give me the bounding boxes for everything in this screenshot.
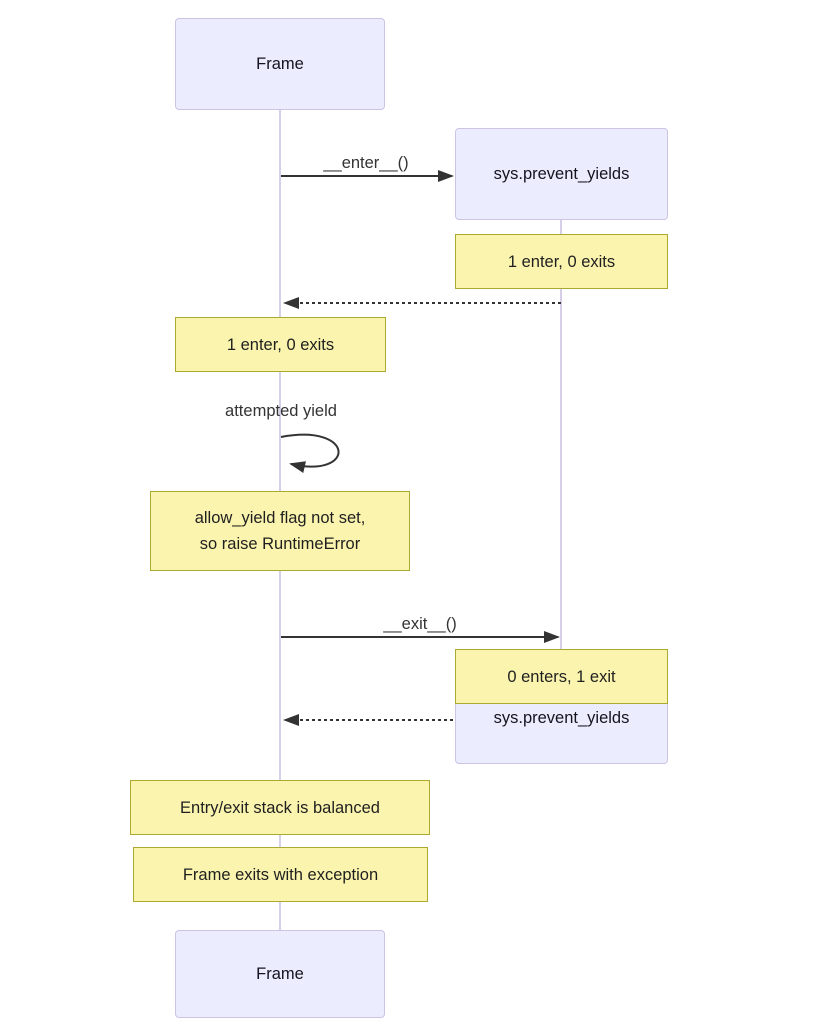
actor-sys-bottom-label: sys.prevent_yields	[493, 708, 630, 727]
note-sys-exit-text: 0 enters, 1 exit	[507, 667, 616, 686]
note-yield-error-line1: allow_yield flag not set,	[194, 509, 366, 527]
note-sys-exit: 0 enters, 1 exit	[455, 649, 668, 704]
actor-frame-bottom: Frame	[175, 930, 385, 1018]
note-yield-error-line2: so raise RuntimeError	[199, 535, 361, 553]
enter-message-label: __enter__()	[323, 154, 409, 172]
note-sys-enter: 1 enter, 0 exits	[455, 234, 668, 289]
actor-frame-top: Frame	[175, 18, 385, 110]
note-frame-exception-text: Frame exits with exception	[182, 865, 379, 884]
exit-message-label: __exit__()	[383, 615, 457, 633]
note-sys-enter-text: 1 enter, 0 exits	[507, 252, 616, 271]
note-frame-enter: 1 enter, 0 exits	[175, 317, 386, 372]
self-loop-message-label: attempted yield	[225, 402, 337, 420]
note-yield-error: allow_yield flag not set, so raise Runti…	[150, 491, 410, 571]
actor-sys-top-label: sys.prevent_yields	[493, 164, 630, 183]
note-frame-enter-text: 1 enter, 0 exits	[226, 335, 335, 354]
note-frame-exception: Frame exits with exception	[133, 847, 428, 902]
note-stack-balanced: Entry/exit stack is balanced	[130, 780, 430, 835]
actor-frame-top-label: Frame	[256, 54, 304, 73]
note-stack-balanced-text: Entry/exit stack is balanced	[180, 798, 380, 817]
actor-sys-top: sys.prevent_yields	[455, 128, 668, 220]
actor-frame-bottom-label: Frame	[256, 964, 304, 983]
